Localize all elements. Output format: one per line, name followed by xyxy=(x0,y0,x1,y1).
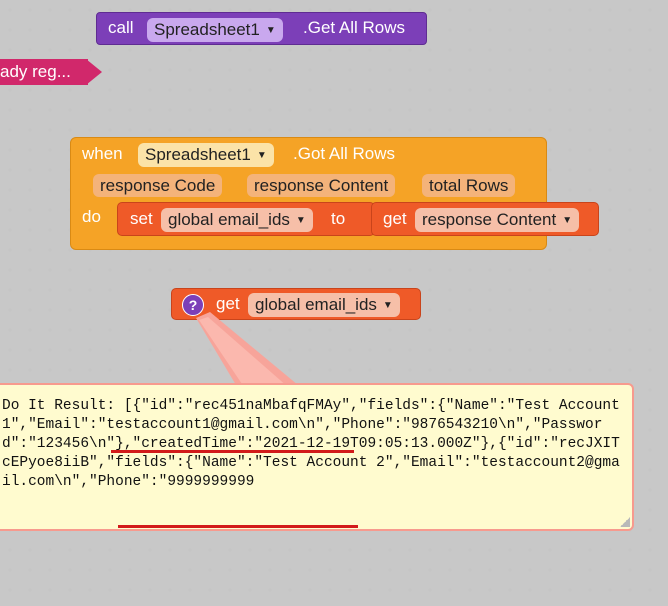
dropdown-arrow-icon[interactable]: ▼ xyxy=(562,215,573,227)
global-variable-dropdown[interactable]: global email_ids ▼ xyxy=(248,293,400,318)
get-variable-dropdown[interactable]: response Content ▼ xyxy=(415,208,580,233)
partial-block[interactable]: ady reg... xyxy=(0,59,88,85)
component-name: Spreadsheet1 xyxy=(154,20,260,39)
to-keyword: to xyxy=(331,209,346,228)
event-name: .Got All Rows xyxy=(293,144,396,163)
dropdown-arrow-icon[interactable]: ▼ xyxy=(265,25,276,37)
do-it-result-text: Do It Result: [{"id":"rec451naMbafqFMAy"… xyxy=(2,398,629,490)
set-global-block[interactable]: set global email_ids ▼ to xyxy=(117,202,375,236)
method-name: .Get All Rows xyxy=(303,18,406,37)
resize-grip[interactable] xyxy=(620,517,630,527)
event-component-name: Spreadsheet1 xyxy=(145,145,251,164)
get-variable-name: response Content xyxy=(422,210,557,229)
question-mark-icon[interactable]: ? xyxy=(182,294,204,316)
event-component-dropdown[interactable]: Spreadsheet1 ▼ xyxy=(138,143,274,168)
annotation-underline xyxy=(118,525,358,528)
dropdown-arrow-icon[interactable]: ▼ xyxy=(382,300,393,312)
partial-block-arrow xyxy=(86,59,102,85)
param-total-rows[interactable]: total Rows xyxy=(422,174,516,197)
dropdown-arrow-icon[interactable]: ▼ xyxy=(256,150,267,162)
do-it-result-bubble[interactable]: Do It Result: [{"id":"rec451naMbafqFMAy"… xyxy=(0,383,634,531)
get-keyword: get xyxy=(216,294,240,313)
call-get-all-rows-block[interactable]: call Spreadsheet1 ▼ .Get All Rows xyxy=(96,12,427,45)
annotation-underline xyxy=(111,450,354,453)
when-keyword: when xyxy=(82,144,123,163)
param-response-content[interactable]: response Content xyxy=(247,174,396,197)
global-variable-name: global email_ids xyxy=(255,295,377,314)
partial-block-label: ady reg... xyxy=(0,62,71,81)
got-all-rows-event-block[interactable]: when Spreadsheet1 ▼ .Got All Rows respons… xyxy=(70,137,599,250)
set-variable-name: global email_ids xyxy=(168,210,290,229)
get-keyword: get xyxy=(383,209,407,228)
dropdown-arrow-icon[interactable]: ▼ xyxy=(295,215,306,227)
component-dropdown[interactable]: Spreadsheet1 ▼ xyxy=(147,18,283,43)
get-response-content-block[interactable]: get response Content ▼ xyxy=(371,202,599,236)
param-response-code[interactable]: response Code xyxy=(93,174,223,197)
do-keyword: do xyxy=(82,207,101,226)
call-keyword: call xyxy=(108,18,134,37)
get-global-email-ids-block[interactable]: ? get global email_ids ▼ xyxy=(171,288,421,320)
set-keyword: set xyxy=(130,209,153,228)
set-variable-dropdown[interactable]: global email_ids ▼ xyxy=(161,208,313,233)
